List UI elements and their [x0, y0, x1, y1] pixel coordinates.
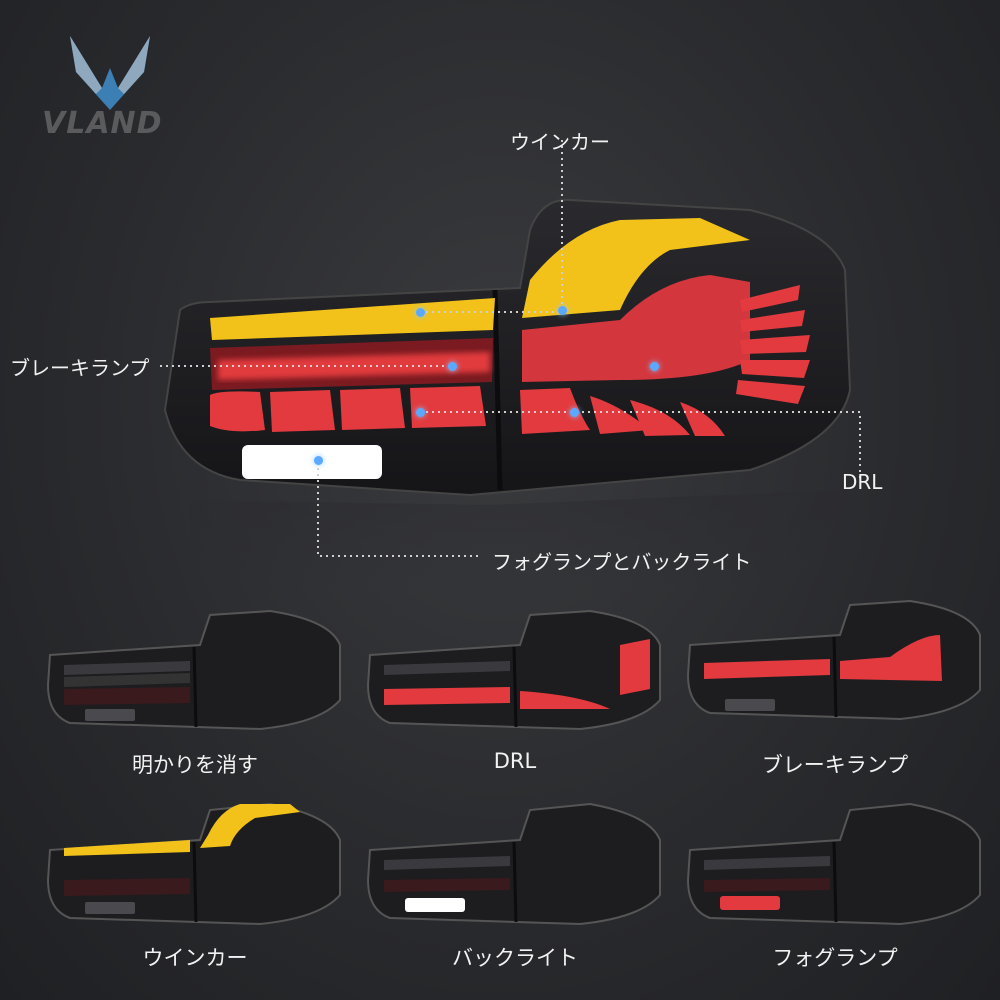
- callout-drl: DRL: [842, 470, 883, 494]
- mode-turn-caption: ウインカー: [142, 946, 248, 970]
- brand-logo: VLAND: [40, 28, 180, 148]
- callout-dot-brake-inner: [448, 362, 457, 371]
- callout-dot-drl-outer: [570, 408, 579, 417]
- callout-dot-drl-inner: [416, 408, 425, 417]
- mode-reverse-image: [366, 802, 661, 926]
- turn-signal-amber-outer: [522, 218, 750, 318]
- hero-taillight: [163, 198, 852, 590]
- brand-name: VLAND: [42, 106, 163, 141]
- callout-turn-signal: ウインカー: [510, 130, 610, 154]
- callout-fog-reverse: フォグランプとバックライト: [492, 550, 752, 574]
- mode-brake-caption: ブレーキランプ: [761, 753, 909, 777]
- mode-brake: ブレーキランプ: [680, 595, 990, 780]
- mode-fog: フォグランプ: [680, 790, 990, 975]
- reverse-lamp-white: [242, 445, 382, 479]
- callout-dot-brake-outer: [650, 362, 659, 371]
- mode-off: 明かりを消す: [40, 605, 350, 790]
- callout-dot-turn-outer: [558, 306, 567, 315]
- mode-reverse-caption: バックライト: [452, 946, 578, 970]
- callout-dot-reverse: [314, 456, 323, 465]
- mode-drl: DRL: [360, 605, 670, 790]
- mode-drl-caption: DRL: [493, 749, 537, 773]
- mode-off-image: [46, 609, 341, 731]
- mode-drl-image: [366, 609, 661, 731]
- mode-fog-caption: フォグランプ: [772, 946, 898, 970]
- mode-turn: ウインカー: [40, 790, 350, 975]
- outer-lamp-housing: [163, 198, 852, 497]
- mode-off-caption: 明かりを消す: [132, 753, 258, 777]
- mode-brake-image: [686, 599, 981, 721]
- mode-turn-image: [46, 802, 341, 926]
- vland-emblem-icon: [70, 36, 150, 110]
- mode-fog-image: [686, 802, 981, 926]
- callout-brake-lamp: ブレーキランプ: [10, 356, 150, 380]
- callout-dot-turn-inner: [416, 308, 425, 317]
- mode-reverse: バックライト: [360, 790, 670, 975]
